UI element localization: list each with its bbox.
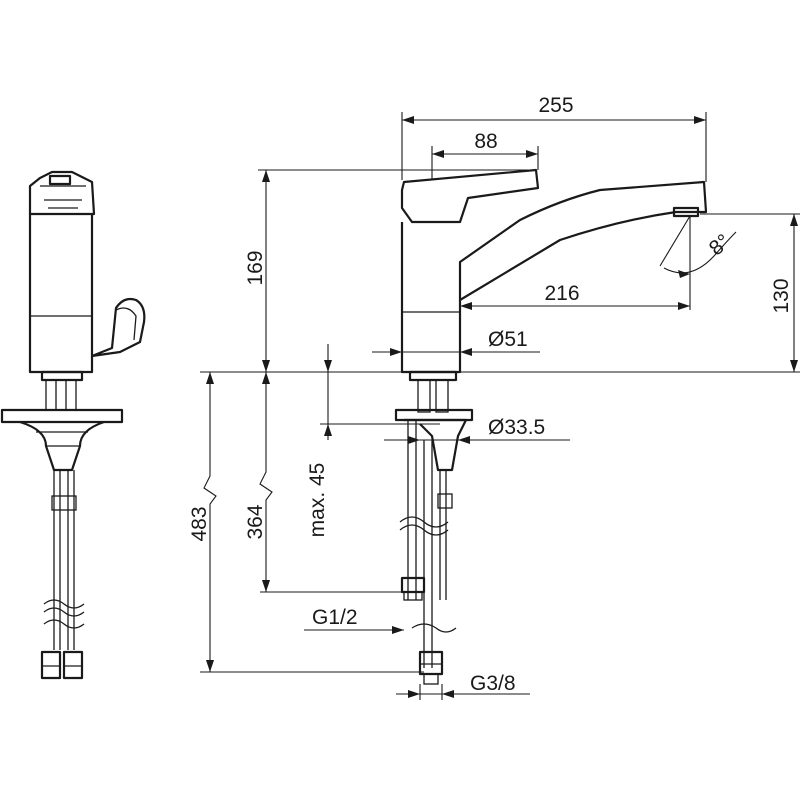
dim-130-label: 130 xyxy=(770,278,793,313)
dim-255-label: 255 xyxy=(538,94,573,117)
dim-364-label: 364 xyxy=(244,504,267,539)
dim-diameter-51-label: Ø51 xyxy=(488,328,528,351)
thread-g12-label: G1/2 xyxy=(312,606,358,629)
side-view xyxy=(0,170,146,680)
dimension-lines xyxy=(200,112,800,700)
dim-diameter-33-label: Ø33.5 xyxy=(488,416,545,439)
dim-angle-label: 8° xyxy=(705,230,735,261)
front-view xyxy=(394,168,708,685)
dim-88-label: 88 xyxy=(474,130,497,153)
dim-483-label: 483 xyxy=(188,506,211,541)
thread-g38-label: G3/8 xyxy=(470,672,516,695)
dim-169-label: 169 xyxy=(244,250,267,285)
dim-216-label: 216 xyxy=(544,282,579,305)
dim-max45-label: max. 45 xyxy=(306,463,329,538)
